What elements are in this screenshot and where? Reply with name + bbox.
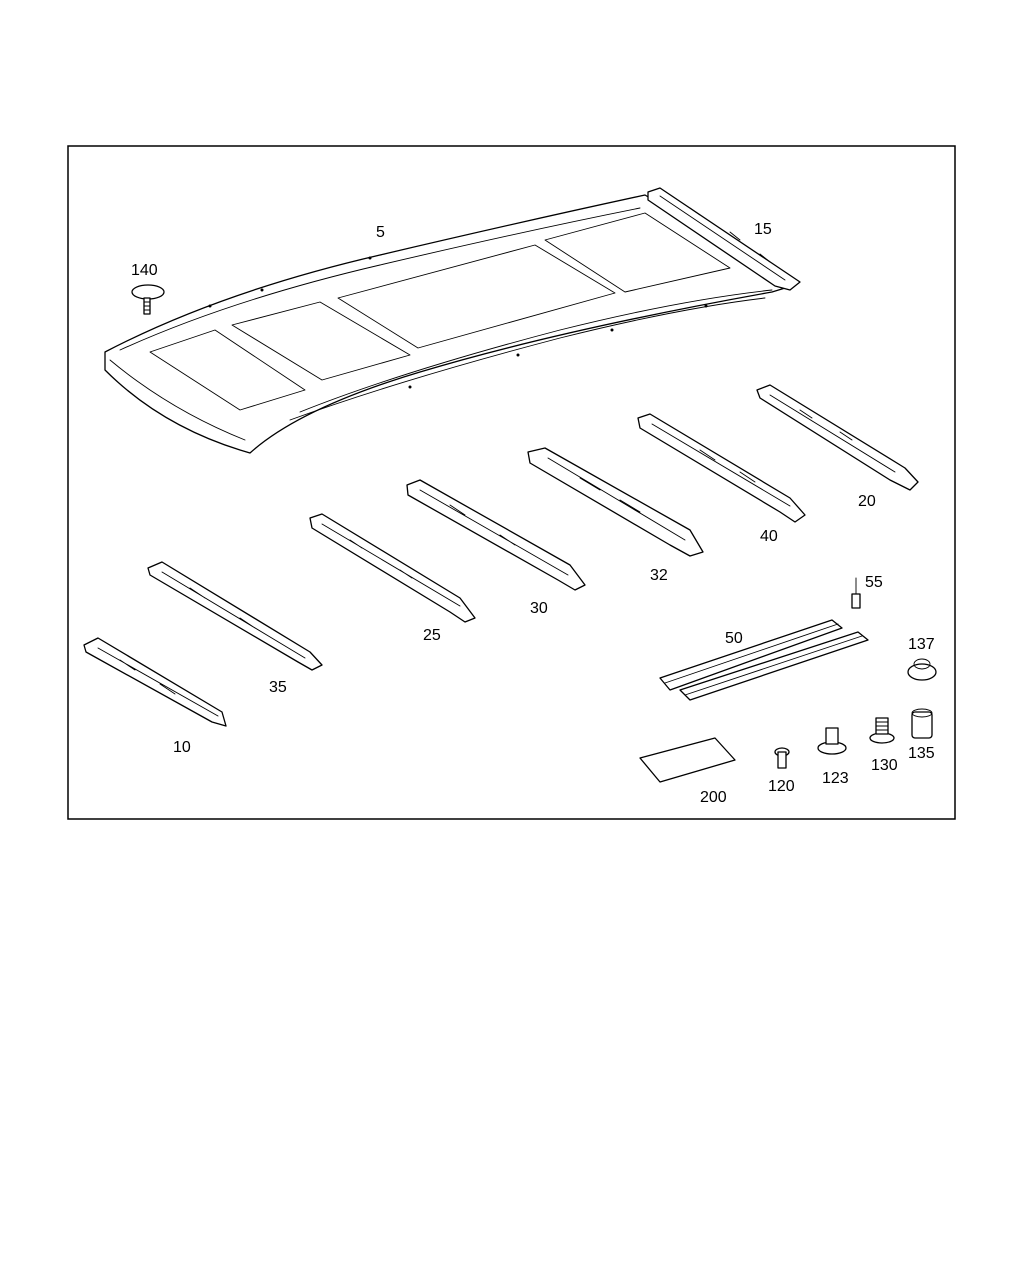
sheet-200 [639,737,736,783]
roof-rails-50 [659,619,869,701]
grommet-137 [907,658,937,681]
callout-25: 25 [423,627,441,644]
rear-header-rail [647,187,801,291]
pin-55 [851,577,861,609]
callout-130: 130 [871,757,898,774]
callout-5: 5 [376,224,385,241]
bolt-120 [774,747,790,769]
callout-32: 32 [650,567,668,584]
callout-137: 137 [908,636,935,653]
diagram-frame [67,145,956,820]
roof-bow-20 [756,384,919,491]
screw-130 [869,717,895,744]
clip-140 [131,284,165,315]
callout-120: 120 [768,778,795,795]
callout-20: 20 [858,493,876,510]
roof-bow-30 [406,479,586,591]
callout-140: 140 [131,262,158,279]
callout-135: 135 [908,745,935,762]
roof-panel [104,194,796,454]
roof-bow-32 [527,447,704,557]
front-header-rail [83,637,227,727]
roof-bow-40 [637,413,806,523]
callout-10: 10 [173,739,191,756]
callout-30: 30 [530,600,548,617]
nut-123 [817,727,847,755]
roof-bow-25 [309,513,476,623]
callout-200: 200 [700,789,727,806]
callout-40: 40 [760,528,778,545]
roof-bow-35 [147,561,323,671]
callout-50: 50 [725,630,743,647]
callout-35: 35 [269,679,287,696]
spacer-135 [911,708,933,739]
callout-55: 55 [865,574,883,591]
callout-15: 15 [754,221,772,238]
callout-123: 123 [822,770,849,787]
